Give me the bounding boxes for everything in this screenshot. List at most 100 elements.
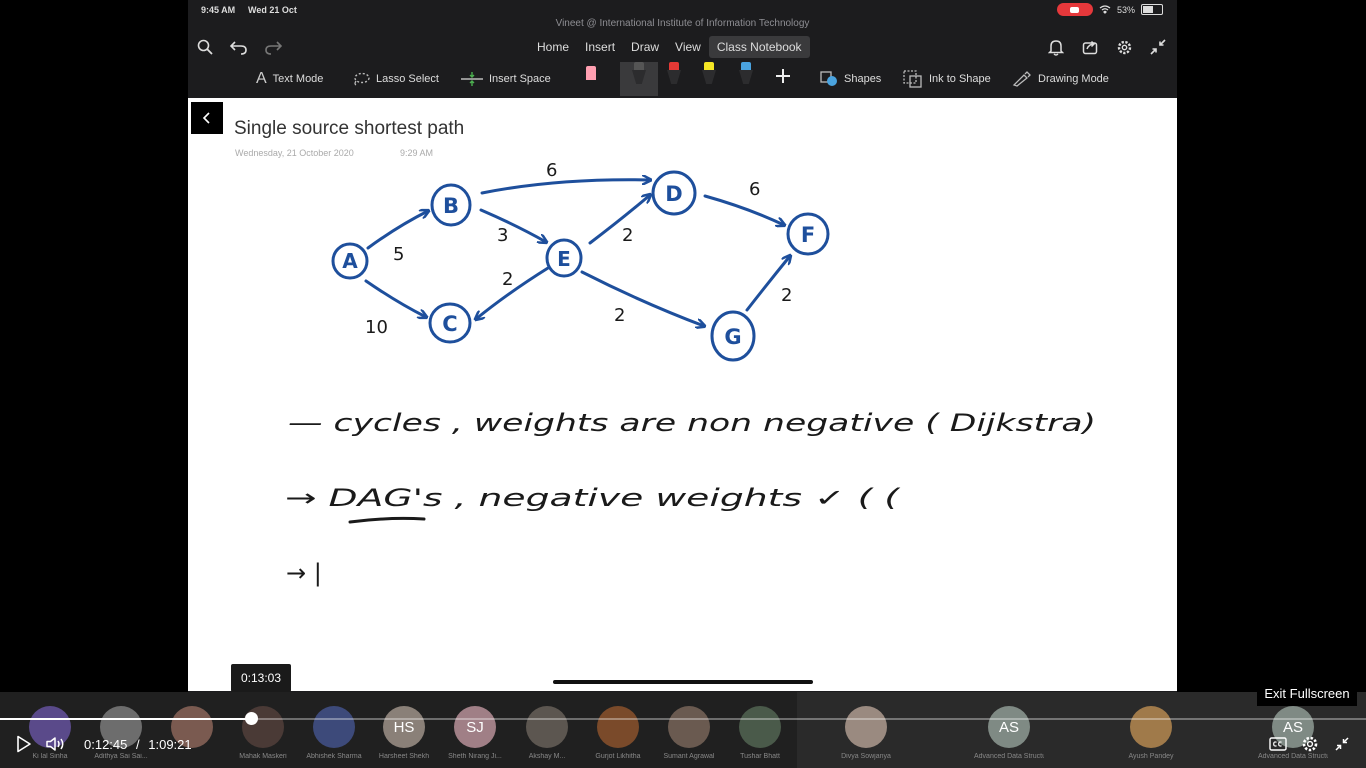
avatar [668,706,710,748]
exit-fullscreen-tooltip: Exit Fullscreen [1257,680,1357,706]
tab-home[interactable]: Home [537,40,570,54]
participant-tile[interactable]: Divya Sowjanya [831,706,901,760]
play-button[interactable] [12,732,36,756]
seek-bar-played [0,718,251,720]
yellow-highlighter-tool[interactable] [699,62,719,88]
black-pen-tool[interactable] [629,62,649,88]
drawing-mode-icon [1012,71,1031,87]
pen-tip [669,62,679,70]
node-label: A [342,249,358,273]
avatar [526,706,568,748]
gear-icon [1302,736,1318,752]
time-separator: / [136,737,140,752]
text-mode-label: Text Mode [272,73,324,85]
avatar [100,706,142,748]
participant-name: Gurjot Likhitha [595,753,641,760]
eraser-tool[interactable] [581,62,601,88]
seek-bar[interactable] [0,718,1366,720]
drawing-mode-label: Drawing Mode [1038,73,1109,85]
participant-tile[interactable]: Gurjot Likhitha [583,706,653,760]
participant-name: Harsheet Shekh [378,753,430,760]
weight-d-f: 6 [749,179,760,200]
tab-draw[interactable]: Draw [631,40,660,54]
settings-icon[interactable] [1113,36,1135,58]
shapes-label: Shapes [844,73,882,85]
participant-tile[interactable]: Tushar Bhatt [725,706,795,760]
back-button[interactable] [191,102,223,134]
battery-icon [1141,4,1163,15]
participant-name: Ki lal Sinha [32,753,68,760]
captions-button[interactable] [1266,732,1290,756]
page-date: Wednesday, 21 October 2020 [235,148,354,158]
pen-tip [704,62,714,70]
graph-node-a: A [331,242,369,280]
graph-node-g: G [710,310,756,362]
participant-tile[interactable]: Sumant Agrawal [654,706,724,760]
node-label: D [665,182,682,206]
tab-view[interactable]: View [675,40,701,54]
seek-handle[interactable] [245,712,258,725]
settings-button[interactable] [1298,732,1322,756]
graph-edges [364,180,790,326]
exit-fullscreen-button[interactable] [1330,732,1354,756]
graph-node-c: C [428,302,472,344]
tab-class-notebook[interactable]: Class Notebook [708,36,810,58]
notebook-page: Single source shortest path Wednesday, 2… [188,98,1177,691]
lasso-icon [354,72,370,86]
blue-pen-tool[interactable] [736,62,756,88]
shapes-icon [820,71,837,86]
participant-tile[interactable]: Abhishek Sharma [299,706,369,760]
participant-name: Advanced Data Structures & Algorith... [974,753,1044,760]
weight-e-c: 2 [502,269,513,290]
shapes-tool[interactable]: Shapes [820,70,881,88]
participant-name: Mahak Maskeri [239,753,287,760]
ink-to-shape-tool[interactable]: Ink to Shape [903,70,991,88]
undo-icon[interactable] [228,36,250,58]
insert-space-tool[interactable]: Insert Space [461,70,551,88]
insert-space-label: Insert Space [489,73,551,85]
edge-b-d [480,180,650,195]
weight-e-g: 2 [614,305,625,326]
status-date: Wed 21 Oct [248,5,297,15]
avatar: SJ [454,706,496,748]
weight-a-c: 10 [365,317,388,338]
text-mode-tool[interactable]: A Text Mode [256,70,323,88]
pen-tip [586,66,596,80]
screen-recording-icon [1056,3,1093,16]
participant-tile[interactable] [157,706,227,753]
participant-tile[interactable]: Adithya Sai Sai... [86,706,156,760]
drawing-mode-tool[interactable]: Drawing Mode [1012,70,1109,88]
lasso-select-tool[interactable]: Lasso Select [352,70,439,88]
node-label: E [557,247,571,271]
text-mode-icon: A [256,70,267,87]
avatar [739,706,781,748]
node-label: F [801,223,815,247]
add-pen-button[interactable] [774,67,792,85]
edge-a-b [366,211,428,250]
tab-insert[interactable]: Insert [585,40,616,54]
participant-tile[interactable]: Akshay M... [512,706,582,760]
dags-underline [348,516,426,524]
collapse-icon[interactable] [1147,36,1169,58]
weight-b-d: 6 [546,160,557,181]
volume-button[interactable] [44,732,68,756]
search-icon[interactable] [194,36,216,58]
window-title: Vineet @ International Institute of Info… [555,18,810,29]
participant-tile[interactable]: SJ Sheth Nirang Ji... [440,706,510,760]
red-pen-tool[interactable] [664,62,684,88]
participant-tile[interactable]: HS Harsheet Shekh [369,706,439,760]
weight-a-b: 5 [393,244,404,265]
share-icon[interactable] [1079,36,1101,58]
time-display: 0:12:45 / 1:09:21 [84,737,192,752]
redo-icon[interactable] [262,36,284,58]
participant-tile[interactable]: Ayush Pandey [1116,706,1186,760]
volume-icon [46,737,64,751]
participant-name: Adithya Sai Sai... [94,753,148,760]
current-time: 0:12:45 [84,737,128,752]
bell-icon[interactable] [1045,36,1067,58]
avatar [313,706,355,748]
avatar: HS [383,706,425,748]
participant-name: Sheth Nirang Ji... [448,753,502,760]
